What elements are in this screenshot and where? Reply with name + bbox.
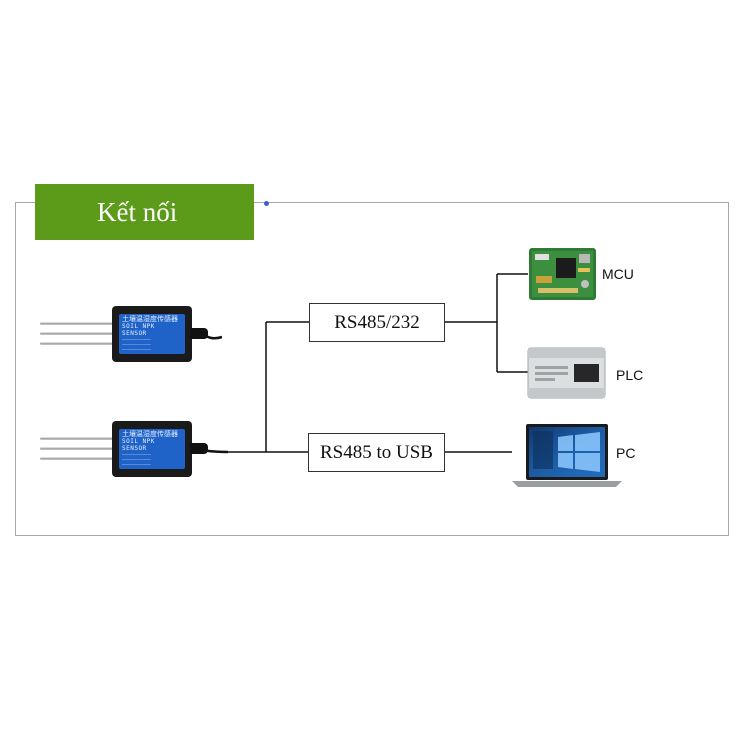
title-banner: Kết nối [35, 184, 254, 240]
plc-label: PLC [616, 367, 644, 383]
soil-sensor-2: 土壤温湿度传感器 SOIL NPK SENSOR ———————————— ——… [40, 421, 230, 481]
rs485-232-label: RS485/232 [334, 311, 420, 333]
plc-icon [527, 347, 606, 399]
sensor-probe [40, 342, 114, 345]
title-text: Kết nối [97, 196, 178, 227]
sensor-probe [40, 437, 114, 440]
laptop-icon [512, 424, 622, 487]
sensor-cable-gland [190, 443, 208, 454]
marker-dot [264, 201, 269, 206]
sensor-label-cn: 土壤温湿度传感器 [122, 315, 178, 323]
rs485-usb-label: RS485 to USB [320, 441, 433, 463]
soil-sensor-1: 土壤温湿度传感器 SOIL NPK SENSOR ———————————— ——… [40, 306, 230, 366]
pc-label: PC [616, 445, 636, 461]
sensor-label-en: SOIL NPK SENSOR [122, 323, 155, 337]
sensor-probe [40, 447, 114, 450]
rs485-usb-box: RS485 to USB [308, 433, 445, 472]
sensor-cable-gland [190, 328, 208, 339]
mcu-label: MCU [602, 266, 634, 282]
diagram-frame [15, 202, 729, 536]
sensor-label-en: SOIL NPK SENSOR [122, 438, 155, 452]
mcu-board-icon [529, 248, 596, 300]
rs485-232-box: RS485/232 [309, 303, 445, 342]
sensor-probe [40, 332, 114, 335]
sensor-probe [40, 457, 114, 460]
sensor-label-cn: 土壤温湿度传感器 [122, 430, 178, 438]
sensor-label: 土壤温湿度传感器 SOIL NPK SENSOR ———————————— ——… [119, 429, 185, 469]
sensor-probe [40, 322, 114, 325]
sensor-label: 土壤温湿度传感器 SOIL NPK SENSOR ———————————— ——… [119, 314, 185, 354]
